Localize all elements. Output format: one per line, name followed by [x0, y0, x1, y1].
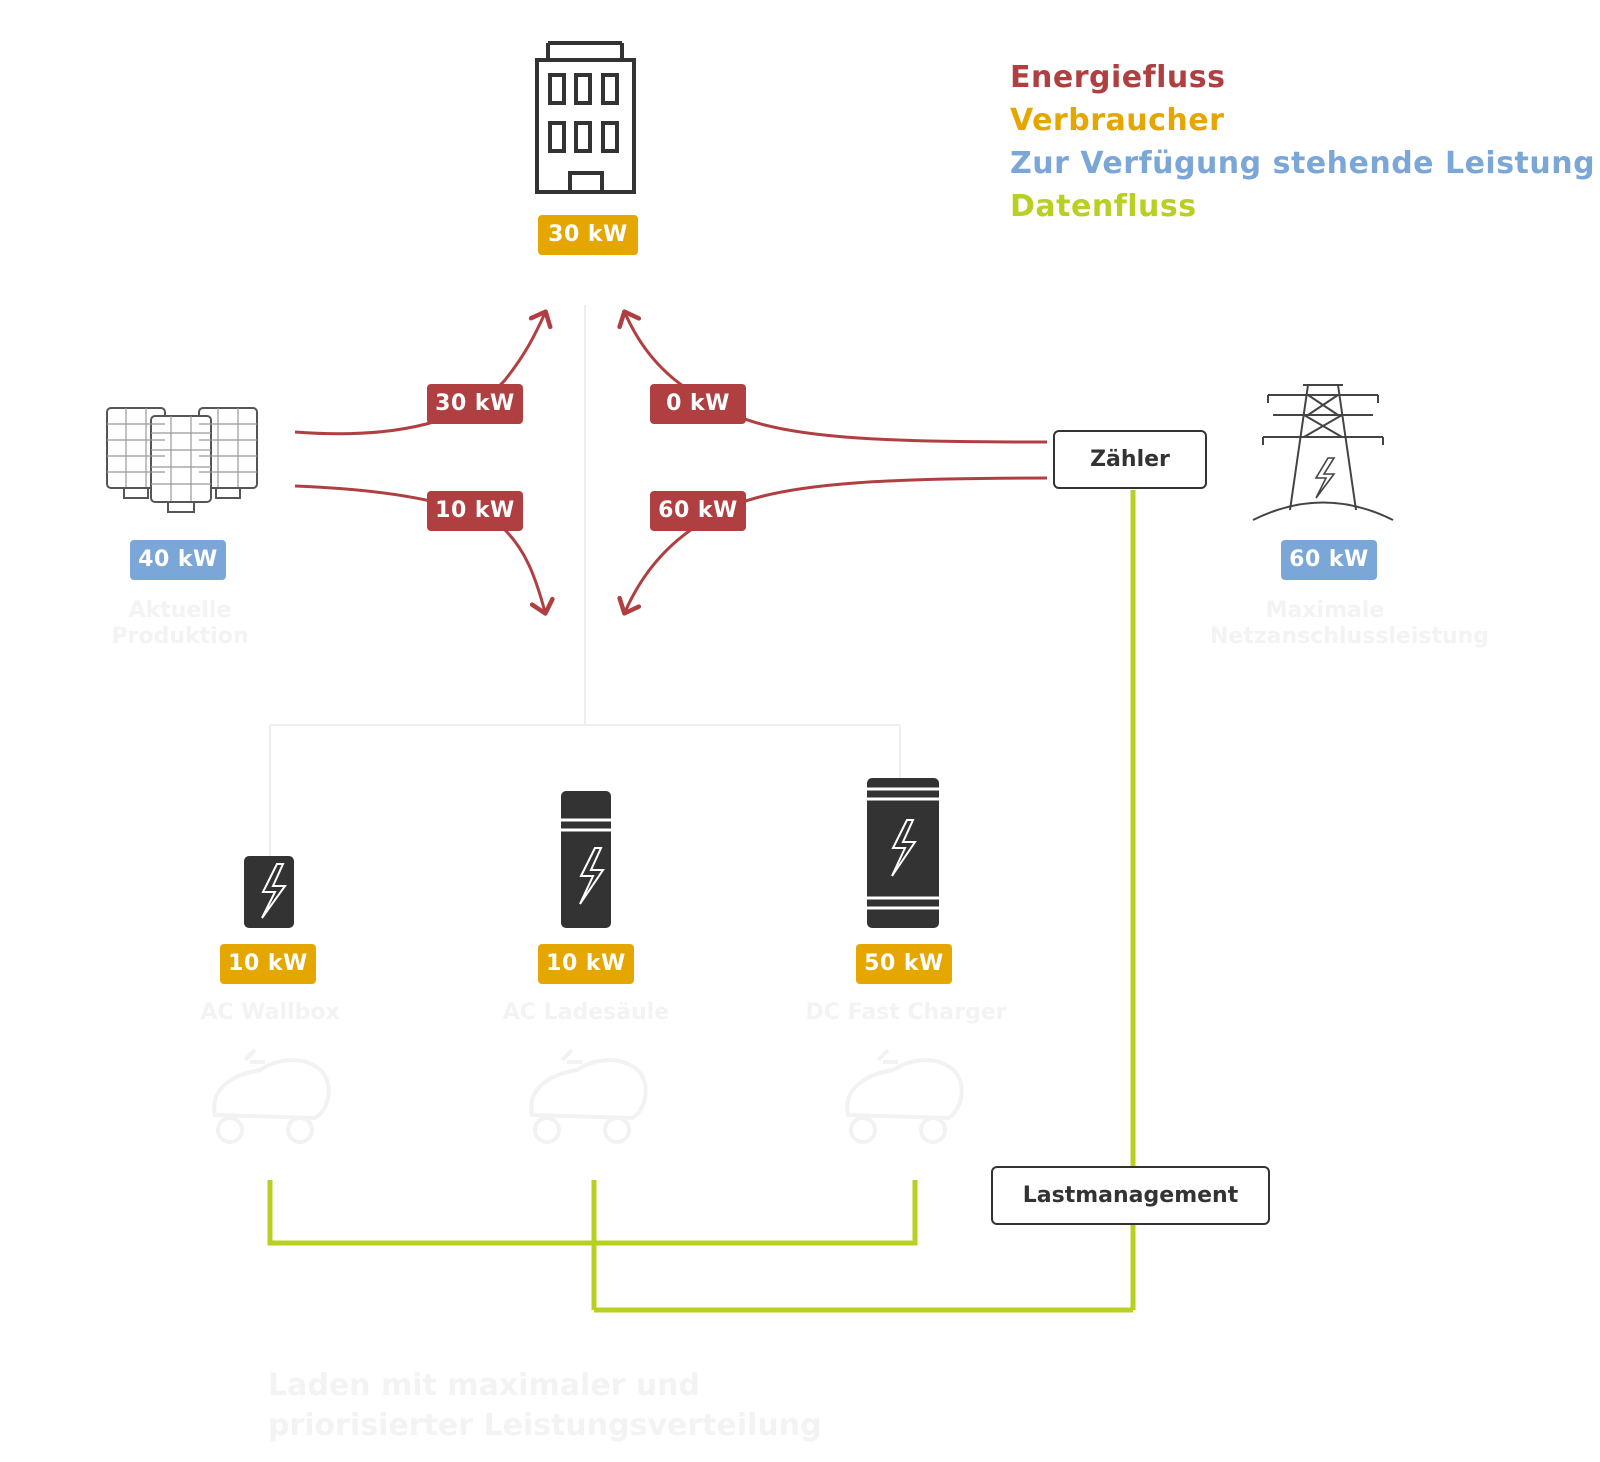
- grid-power-badge: 60 kW: [1281, 540, 1377, 580]
- load-management-box: Lastmanagement: [991, 1166, 1270, 1225]
- fast-charger-caption: DC Fast Charger: [805, 1000, 1007, 1025]
- charging-station-power-badge: 10 kW: [538, 944, 634, 984]
- electric-car-icon: [529, 1048, 648, 1144]
- office-building-icon: [535, 41, 636, 194]
- ac-wallbox-icon: [244, 856, 294, 928]
- footer-line-1: Laden mit maximaler und: [268, 1368, 701, 1403]
- fast-charger-power-badge: 50 kW: [856, 944, 952, 984]
- wallbox-power-badge: 10 kW: [220, 944, 316, 984]
- wallbox-caption: AC Wallbox: [200, 1000, 340, 1025]
- footer-line-2: priorisierter Leistungsverteilung: [268, 1408, 822, 1443]
- legend-consumer: Verbraucher: [1010, 103, 1225, 138]
- flow-solar-to-chargers-badge: 10 kW: [427, 491, 523, 531]
- dc-fast-charger-icon: [867, 778, 939, 928]
- legend-available-power: Zur Verfügung stehende Leistung: [1010, 146, 1596, 181]
- grid-caption: Maximale Netzanschlussleistung: [1210, 598, 1490, 649]
- electric-car-icon: [212, 1048, 331, 1144]
- flow-grid-to-building-badge: 0 kW: [650, 384, 746, 424]
- solar-caption: Aktuelle Produktion: [111, 598, 249, 649]
- legend-energy-flow: Energiefluss: [1010, 60, 1226, 95]
- meter-box: Zähler: [1053, 430, 1207, 489]
- legend-data-flow: Datenfluss: [1010, 189, 1197, 224]
- charging-station-caption: AC Ladesäule: [502, 1000, 670, 1025]
- ac-charging-station-icon: [561, 791, 611, 928]
- energy-flow-arrows: [294, 309, 1048, 616]
- flow-grid-to-chargers: [617, 476, 1048, 616]
- building-consumption-badge: 30 kW: [538, 215, 638, 255]
- flow-solar-to-building-badge: 30 kW: [427, 384, 523, 424]
- solar-panels-icon: [106, 407, 258, 513]
- flow-grid-to-chargers-badge: 60 kW: [650, 491, 746, 531]
- faint-connectors: [269, 305, 901, 860]
- power-pylon-icon: [1252, 384, 1394, 521]
- electric-car-icon: [845, 1048, 964, 1144]
- flow-grid-to-building: [617, 309, 1048, 444]
- solar-power-badge: 40 kW: [130, 540, 226, 580]
